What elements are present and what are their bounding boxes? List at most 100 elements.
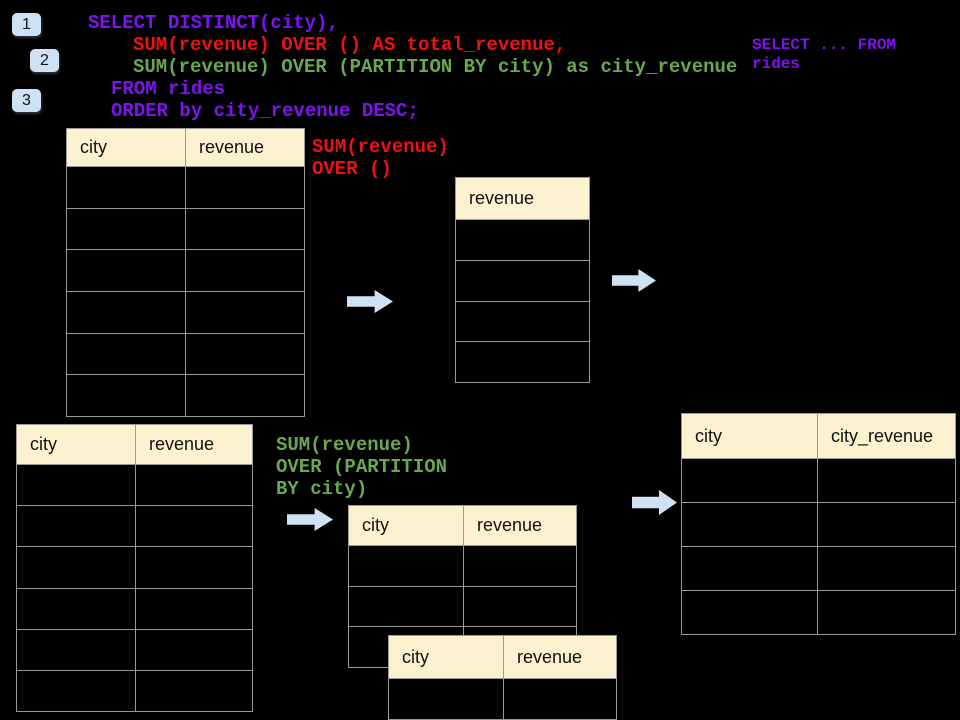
table-cell xyxy=(682,503,818,546)
table-row xyxy=(17,506,252,548)
table-source-top: city revenue xyxy=(66,128,305,417)
table-cell xyxy=(67,167,186,208)
table-cell xyxy=(67,250,186,292)
table-cell xyxy=(818,591,955,634)
table-cell xyxy=(17,670,136,712)
step-badge-label: 1 xyxy=(22,15,31,33)
column-header-revenue: revenue xyxy=(517,646,583,667)
annotation-total-revenue: SUM(revenue)OVER () xyxy=(312,136,449,180)
table-row xyxy=(349,586,576,628)
table-row xyxy=(67,292,304,334)
right-arrow-icon xyxy=(632,490,677,515)
table-header-row: city city_revenue xyxy=(682,414,955,459)
right-arrow-icon xyxy=(287,508,333,531)
table-row xyxy=(349,546,576,587)
column-header-revenue: revenue xyxy=(477,515,543,535)
table-cell xyxy=(136,465,252,505)
table-partition-input: city revenue xyxy=(348,505,577,668)
sql-line-from: FROM rides xyxy=(111,78,226,100)
column-header-city: city xyxy=(349,506,464,545)
column-header-city-revenue: city_revenue xyxy=(831,425,934,446)
step-badge-3: 3 xyxy=(12,89,41,112)
table-row xyxy=(17,547,252,589)
table-cell xyxy=(456,220,589,260)
annotation-line: OVER (PARTITION xyxy=(276,456,448,478)
step-badge-1: 1 xyxy=(12,13,41,36)
table-cell xyxy=(818,547,955,590)
table-row xyxy=(682,547,955,591)
column-header-city: city xyxy=(682,414,818,458)
table-row xyxy=(17,588,252,630)
table-cell xyxy=(17,547,136,588)
column-header-revenue: revenue xyxy=(469,188,535,208)
table-cell xyxy=(818,459,955,502)
column-header-city: city xyxy=(67,129,186,166)
table-cell xyxy=(136,589,252,629)
table-cell xyxy=(136,630,252,670)
table-cell xyxy=(186,167,304,208)
table-header-row: city revenue xyxy=(17,425,252,465)
table-source-bottom: city revenue xyxy=(16,424,253,712)
table-partition-result: city city_revenue xyxy=(681,413,956,635)
table-row xyxy=(67,167,304,209)
table-cell xyxy=(67,375,186,417)
table-row xyxy=(17,629,252,671)
table-header-row: city revenue xyxy=(67,129,304,167)
column-header-revenue: revenue xyxy=(149,434,215,454)
table-row xyxy=(17,670,252,712)
table-cell xyxy=(682,591,818,634)
table-cell xyxy=(504,679,616,719)
annotation-line: OVER () xyxy=(312,158,392,180)
table-row xyxy=(456,261,589,302)
table-cell xyxy=(389,679,504,719)
table-cell xyxy=(349,546,464,586)
table-header-row: city revenue xyxy=(349,506,576,546)
column-header-city: city xyxy=(17,425,136,464)
table-cell xyxy=(136,506,252,546)
table-cell xyxy=(464,587,576,627)
table-cell xyxy=(17,629,136,670)
table-row xyxy=(67,208,304,251)
table-cell xyxy=(67,292,186,333)
table-row xyxy=(456,342,589,382)
table-header-row: city revenue xyxy=(389,636,616,679)
table-row xyxy=(682,503,955,547)
table-row xyxy=(456,302,589,343)
table-cell xyxy=(818,503,955,546)
step-badge-label: 3 xyxy=(22,91,31,109)
table-cell xyxy=(186,209,304,250)
annotation-line: SUM(revenue) xyxy=(276,434,413,456)
right-arrow-icon xyxy=(612,269,656,292)
table-cell xyxy=(186,375,304,416)
table-cell xyxy=(17,465,136,506)
annotation-line: SUM(revenue) xyxy=(312,136,449,158)
table-cell xyxy=(186,292,304,333)
step-badge-2: 2 xyxy=(30,49,59,72)
table-cell xyxy=(136,547,252,587)
sql-line-select: SELECT DISTINCT(city), xyxy=(88,12,339,34)
side-note-line1: SELECT ... FROM xyxy=(752,36,897,54)
table-header-row: revenue xyxy=(456,178,589,220)
column-header-city: city xyxy=(389,636,504,678)
sql-line-partition: SUM(revenue) OVER (PARTITION BY city) as… xyxy=(133,56,738,78)
table-cell xyxy=(456,342,589,382)
table-cell xyxy=(349,586,464,627)
right-arrow-icon xyxy=(347,290,393,313)
table-row xyxy=(67,333,304,376)
table-row xyxy=(67,375,304,417)
table-cell xyxy=(456,261,589,301)
table-cell xyxy=(136,671,252,711)
table-cell xyxy=(17,588,136,629)
sql-line-order: ORDER by city_revenue DESC; xyxy=(111,100,419,122)
table-row xyxy=(67,250,304,293)
table-total-result: revenue xyxy=(455,177,590,383)
sql-line-total: SUM(revenue) OVER () AS total_revenue, xyxy=(133,34,567,56)
table-row xyxy=(682,591,955,634)
table-cell xyxy=(186,334,304,375)
table-cell xyxy=(67,208,186,250)
step-badge-label: 2 xyxy=(40,51,49,69)
table-cell xyxy=(456,302,589,342)
table-row xyxy=(456,220,589,261)
